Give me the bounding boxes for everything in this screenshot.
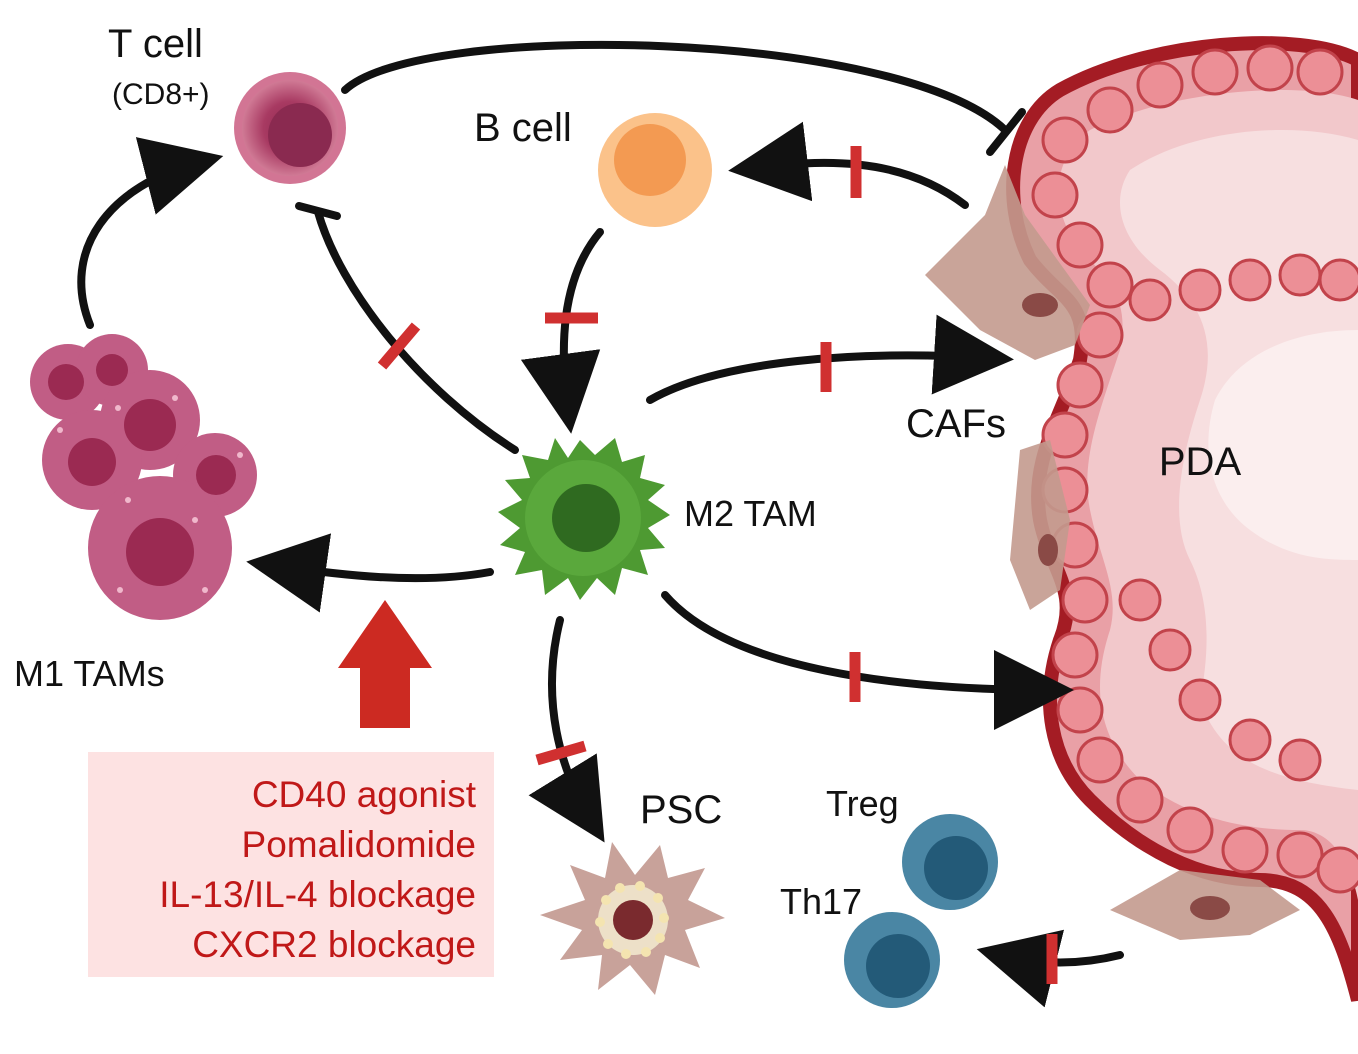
treatment-il13-il4-blockage: IL-13/IL-4 blockage	[159, 874, 476, 915]
block-bar-m2tam-tcell	[377, 322, 421, 370]
m1tams-to-tcell-arrow	[77, 137, 224, 329]
th17-label: Th17	[780, 881, 863, 922]
treatment-box: CD40 agonist Pomalidomide IL-13/IL-4 blo…	[88, 752, 494, 977]
b-cell-label: B cell	[474, 106, 572, 150]
treatment-arrow	[338, 600, 432, 728]
treatment-pomalidomide: Pomalidomide	[241, 824, 476, 865]
pda-label: PDA	[1159, 440, 1242, 484]
m1-tams-label: M1 TAMs	[14, 653, 165, 694]
cafs-to-th17-arrow	[976, 929, 1124, 1008]
block-bar-m2tam-psc	[535, 740, 587, 766]
m2tam-to-pda-arrow	[661, 591, 1074, 730]
psc-label: PSC	[640, 788, 723, 832]
m2tam-tcell-tbar	[295, 202, 341, 220]
cafs-label: CAFs	[906, 402, 1006, 446]
m2-tam	[498, 438, 670, 600]
caf-nuclei	[1022, 293, 1230, 920]
t-cell-sublabel: (CD8+)	[112, 78, 210, 111]
m2tam-to-psc-arrow	[528, 616, 605, 843]
t-cell	[234, 72, 346, 184]
treatment-cd40-agonist: CD40 agonist	[251, 774, 476, 815]
m2tam-to-tcell-inhibition	[314, 208, 519, 454]
tcell-tumor-tbar	[986, 108, 1026, 156]
m2tam-to-m1tams-arrow	[246, 533, 494, 613]
treatment-cxcr2-blockage: CXCR2 blockage	[192, 924, 476, 965]
psc	[540, 842, 725, 995]
m2tam-to-cafs-arrow	[646, 314, 1014, 404]
m2-tam-label: M2 TAM	[684, 493, 817, 534]
m1-tams	[30, 334, 257, 620]
th17-cell	[844, 912, 940, 1008]
pathway-arrows	[77, 40, 1124, 1008]
block-bars	[377, 146, 1058, 984]
tcell-to-tumor-inhibition	[341, 40, 1009, 134]
t-cell-label: T cell	[108, 22, 203, 66]
pda-tumor	[1006, 36, 1358, 1002]
b-cell	[598, 113, 712, 227]
treg-cell	[902, 814, 998, 910]
treg-label: Treg	[826, 783, 899, 824]
